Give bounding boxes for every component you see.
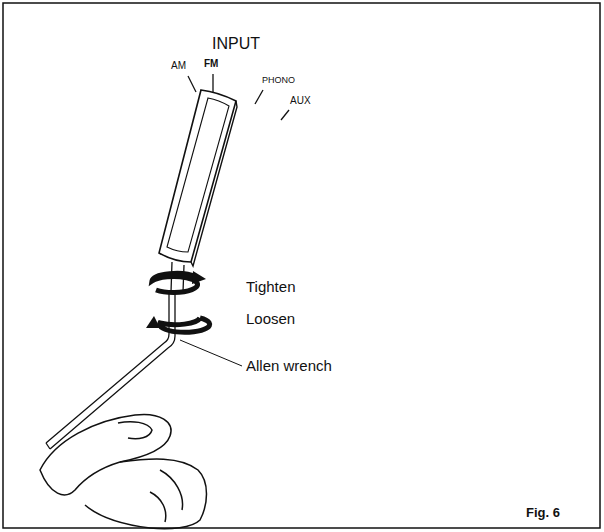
frame <box>3 3 600 528</box>
dial-position: FM <box>204 59 218 69</box>
dial-position: PHONO <box>262 76 295 85</box>
input-knob <box>159 90 237 266</box>
figure-caption: Fig. 6 <box>526 506 560 519</box>
direction-label: Tighten <box>246 279 295 294</box>
control-name: INPUT <box>212 36 260 52</box>
direction-label: Loosen <box>246 311 295 326</box>
leader-line <box>180 340 242 366</box>
dial-position: AM <box>171 61 186 71</box>
loosen-arrow <box>146 316 210 332</box>
hand <box>40 414 207 528</box>
part-name: Allen wrench <box>246 358 332 373</box>
dial-position: AUX <box>290 96 311 106</box>
tighten-arrow <box>152 271 206 293</box>
